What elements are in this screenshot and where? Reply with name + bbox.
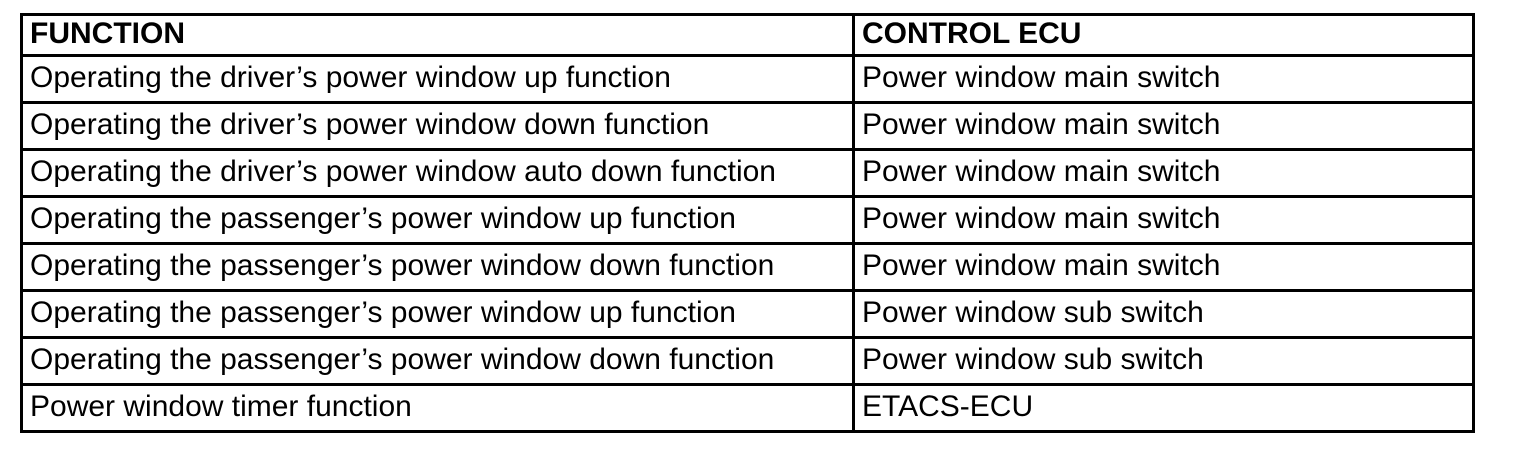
table-row: Operating the passenger’s power window d… xyxy=(20,242,1475,292)
table-row: Operating the driver’s power window up f… xyxy=(20,54,1475,104)
function-cell: Operating the driver’s power window up f… xyxy=(20,54,855,104)
table-body: Operating the driver’s power window up f… xyxy=(20,54,1475,433)
function-cell: Operating the driver’s power window auto… xyxy=(20,148,855,198)
ecu-cell: Power window main switch xyxy=(852,101,1475,151)
table-row: Operating the passenger’s power window d… xyxy=(20,336,1475,386)
ecu-cell: ETACS-ECU xyxy=(852,383,1475,433)
function-cell: Operating the passenger’s power window u… xyxy=(20,195,855,245)
header-row: FUNCTION CONTROL ECU xyxy=(20,13,1475,57)
table-row: Operating the driver’s power window down… xyxy=(20,101,1475,151)
table-row: Power window timer function ETACS-ECU xyxy=(20,383,1475,433)
table-row: Operating the passenger’s power window u… xyxy=(20,289,1475,339)
table-row: Operating the passenger’s power window u… xyxy=(20,195,1475,245)
function-cell: Operating the passenger’s power window d… xyxy=(20,336,855,386)
ecu-cell: Power window main switch xyxy=(852,195,1475,245)
function-ecu-table: FUNCTION CONTROL ECU Operating the drive… xyxy=(20,13,1475,433)
ecu-cell: Power window main switch xyxy=(852,242,1475,292)
function-cell: Operating the driver’s power window down… xyxy=(20,101,855,151)
table-row: Operating the driver’s power window auto… xyxy=(20,148,1475,198)
function-cell: Operating the passenger’s power window d… xyxy=(20,242,855,292)
column-header-control-ecu: CONTROL ECU xyxy=(852,13,1475,57)
ecu-cell: Power window sub switch xyxy=(852,336,1475,386)
function-cell: Power window timer function xyxy=(20,383,855,433)
function-cell: Operating the passenger’s power window u… xyxy=(20,289,855,339)
column-header-function: FUNCTION xyxy=(20,13,855,57)
ecu-cell: Power window sub switch xyxy=(852,289,1475,339)
ecu-cell: Power window main switch xyxy=(852,148,1475,198)
ecu-cell: Power window main switch xyxy=(852,54,1475,104)
table-header-row: FUNCTION CONTROL ECU xyxy=(20,13,1475,57)
